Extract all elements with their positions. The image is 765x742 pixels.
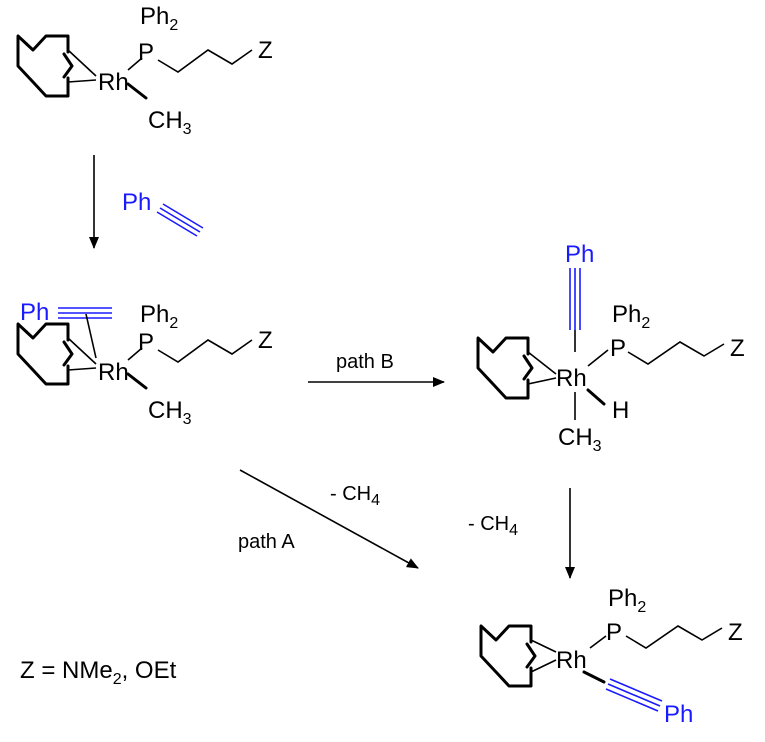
- diphenyl-label: Ph2: [140, 301, 178, 332]
- complex-1-cod-rh-methyl: Rh CH3 P Ph2 Z: [16, 3, 273, 138]
- alkynyl-triple-bond: [605, 678, 663, 712]
- methyl-group: CH3: [148, 397, 192, 428]
- complex-2-alkyne-adduct: Ph Rh CH3 P Ph2 Z: [16, 299, 273, 428]
- alkyne-triple-bond: [58, 307, 112, 319]
- z-group: Z: [258, 327, 273, 354]
- wedge-bond: [126, 82, 148, 100]
- minus-methane-label-b: - CH4: [468, 513, 518, 539]
- z-definition: Z = NMe2, OEt: [20, 657, 177, 688]
- z-group: Z: [728, 619, 743, 646]
- z-group: Z: [258, 37, 273, 64]
- propyl-chain: [625, 625, 723, 649]
- propyl-chain: [627, 341, 725, 365]
- propyl-chain: [157, 339, 253, 363]
- cod-ligand: [476, 336, 557, 400]
- path-a-label: path A: [238, 531, 295, 553]
- hydride-atom: H: [612, 397, 629, 424]
- cod-ligand: [16, 34, 97, 98]
- rh-p-bond: [127, 347, 143, 361]
- minus-methane-label-a: - CH4: [330, 483, 380, 509]
- alkynyl-phenyl: Ph: [664, 701, 693, 728]
- diphenyl-label: Ph2: [140, 3, 178, 34]
- complex-4-rh-alkynyl: Rh P Ph2 Z Ph: [479, 585, 743, 728]
- methyl-group: CH3: [148, 107, 192, 138]
- reagent-phenyl: Ph: [122, 189, 151, 216]
- phosphorus-atom: P: [138, 329, 154, 356]
- cod-ligand: [479, 624, 557, 688]
- arrow-reductive-elimination: - CH4: [468, 488, 575, 579]
- propyl-chain: [157, 49, 253, 73]
- arrow-path-b: path B: [308, 351, 445, 387]
- phosphorus-atom: P: [606, 619, 622, 646]
- reagent-triple-bond: [156, 203, 204, 237]
- diphenyl-label: Ph2: [612, 301, 650, 332]
- phosphorus-atom: P: [138, 39, 154, 66]
- rh-p-bond: [127, 57, 143, 71]
- alkyne-phenyl: Ph: [20, 299, 49, 326]
- diphenyl-label: Ph2: [608, 585, 646, 616]
- wedge-bond: [126, 372, 148, 390]
- complex-3-hydride-alkynyl: Ph Rh H CH3 P Ph2 Z: [476, 241, 745, 455]
- rh-atom: Rh: [556, 365, 587, 392]
- cod-ligand: [16, 322, 97, 386]
- alkynyl-triple-bond: [569, 268, 581, 330]
- rh-p-bond: [589, 635, 607, 649]
- z-group: Z: [730, 335, 745, 362]
- alkyne-rh-bond: [85, 313, 97, 359]
- arrow-path-a: - CH4 path A: [238, 469, 419, 569]
- rh-atom: Rh: [98, 69, 129, 96]
- rh-atom: Rh: [98, 359, 129, 386]
- arrow-add-alkyne: Ph: [89, 155, 204, 249]
- wedge-bond-hydride: [586, 388, 606, 406]
- rh-p-bond: [587, 349, 609, 367]
- alkynyl-phenyl: Ph: [565, 241, 594, 268]
- phosphorus-atom: P: [610, 335, 626, 362]
- methyl-group: CH3: [558, 424, 602, 455]
- rh-atom: Rh: [556, 647, 587, 674]
- wedge-bond-alkynyl: [582, 670, 606, 684]
- path-b-label: path B: [336, 351, 394, 373]
